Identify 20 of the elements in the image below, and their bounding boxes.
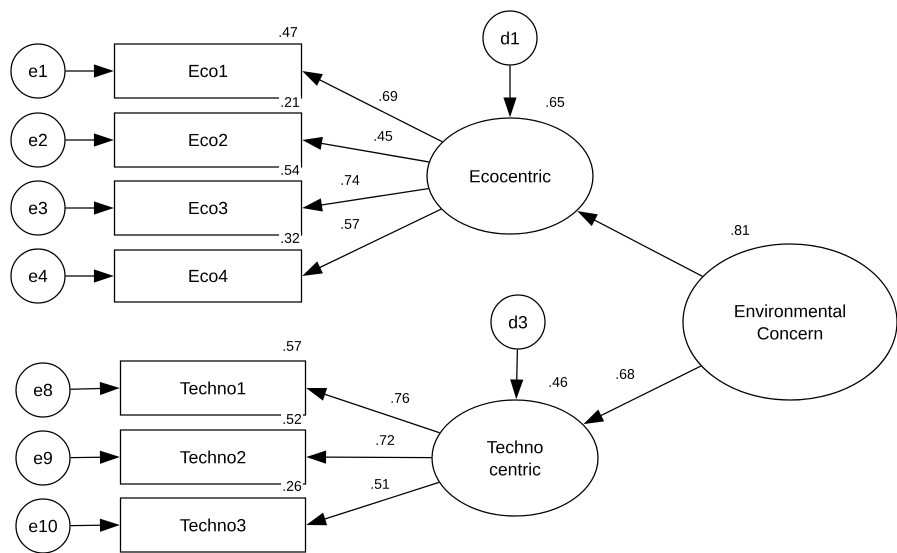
value-label: .47 [277,26,299,38]
value-label: .26 [281,480,303,492]
edge-label: .51 [369,478,391,490]
value-label: .65 [546,97,564,107]
value-label: .57 [281,340,303,352]
edge-label: .57 [339,218,361,230]
edge-label: .68 [614,368,636,380]
edge-label: .81 [729,224,751,236]
variable-box: Eco4 [114,249,302,303]
value-label: .21 [279,96,301,108]
edge-label: .74 [339,174,361,186]
edge-label: .45 [372,130,394,142]
variable-box: Techno3 [120,497,306,553]
edge-label: .72 [374,434,396,446]
value-label: .46 [550,377,568,387]
value-label: .54 [279,164,301,176]
edge-label: .69 [377,90,399,102]
edge-label: .76 [389,392,411,404]
value-label: .52 [281,412,303,426]
value-label: .32 [279,232,301,244]
